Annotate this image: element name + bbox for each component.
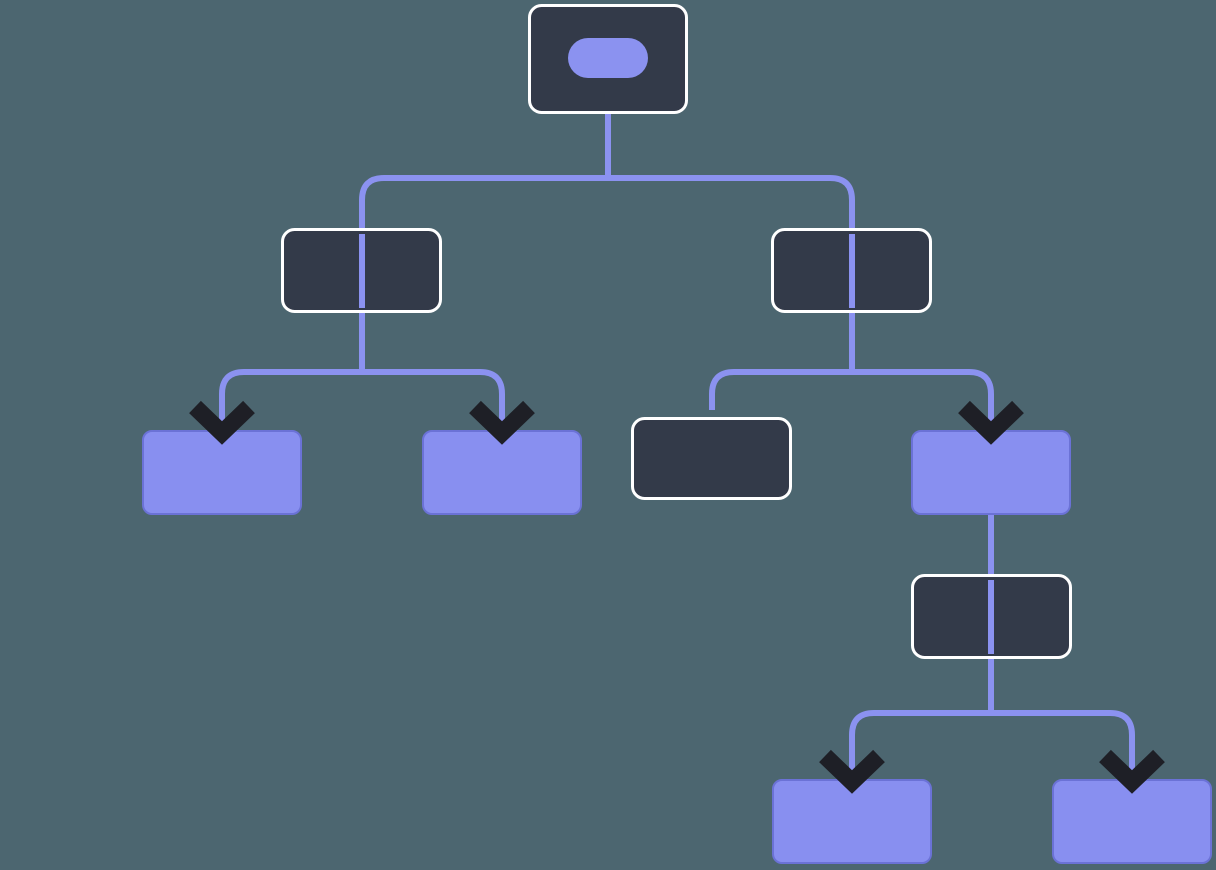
edge-root-to-right [608, 175, 855, 313]
edge-root-to-left [359, 175, 608, 313]
root-node[interactable] [528, 4, 688, 114]
empty-dark-node[interactable] [631, 417, 792, 500]
edge-left-to-leaf1 [219, 313, 365, 430]
edge-right-to-empty [709, 313, 855, 410]
edge-left-to-leaf2 [359, 313, 505, 430]
arrowheads-layer [189, 400, 1165, 794]
arrowhead-leaf3 [819, 749, 885, 794]
edge-lower-to-leaf3 [849, 659, 994, 779]
edge-right-to-purple [849, 313, 994, 430]
nodes-layer [142, 4, 1212, 864]
root-pill-shape [568, 38, 648, 78]
edge-lower-to-leaf4 [988, 659, 1135, 779]
empty-dark-node-body[interactable] [631, 417, 792, 500]
inner-lines-layer [359, 234, 994, 654]
arrowhead-leaf2 [469, 400, 535, 445]
edges-layer [219, 58, 1135, 779]
arrowhead-purple [958, 400, 1024, 445]
arrowhead-leaf1 [189, 400, 255, 445]
arrowhead-leaf4 [1099, 749, 1165, 794]
